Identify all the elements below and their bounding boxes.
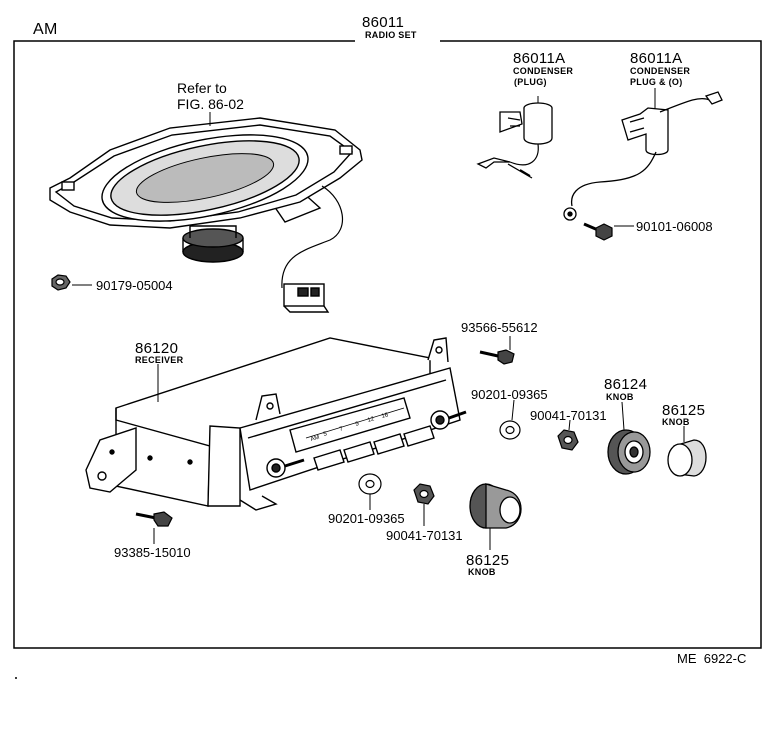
- bolt-90101-number: 90101-06008: [636, 219, 713, 234]
- condenser-plug-name1: CONDENSER: [513, 66, 574, 76]
- condenser-plug-number: 86011A: [513, 50, 566, 67]
- receiver-number: 86120: [135, 340, 179, 357]
- nut-90179-number: 90179-05004: [96, 278, 173, 293]
- condenser-plug-o-name1: CONDENSER: [630, 66, 691, 76]
- dial-band-label: AM: [310, 435, 320, 443]
- stray-mark: [15, 677, 17, 679]
- receiver-drawing: [85, 337, 467, 511]
- nut-upper-drawing: [557, 419, 579, 451]
- reference-line1: Refer to: [177, 80, 227, 96]
- knob-86125-bottom-drawing: [469, 483, 522, 550]
- condenser-plug-o-name2: PLUG & (O): [630, 77, 683, 87]
- assembly-number: 86011: [362, 14, 405, 31]
- knob-86125-right-drawing: [667, 426, 707, 477]
- nut-upper-number: 90041-70131: [530, 408, 607, 423]
- dial-mark-5: 5: [323, 431, 328, 438]
- washer-upper-number: 90201-09365: [471, 387, 548, 402]
- dial-mark-9: 9: [355, 421, 360, 428]
- knob-86124-number: 86124: [604, 376, 648, 393]
- bolt-90101-drawing: [583, 222, 634, 241]
- receiver-name: RECEIVER: [135, 355, 184, 365]
- washer-lower-drawing: [358, 473, 382, 510]
- nut-lower-number: 90041-70131: [386, 528, 463, 543]
- dial-mark-16: 16: [381, 412, 390, 420]
- screw-93566-drawing: [479, 336, 515, 365]
- reference-line2: FIG. 86-02: [177, 96, 244, 112]
- frame-border: [13, 40, 762, 649]
- screw-93385-drawing: [135, 511, 173, 544]
- nut-lower-drawing: [413, 483, 435, 526]
- assembly-name: RADIO SET: [365, 30, 417, 40]
- knob-86125-right-name: KNOB: [662, 417, 690, 427]
- section-label: AM: [33, 21, 58, 38]
- knob-86125-right-number: 86125: [662, 402, 706, 419]
- knob-86124-drawing: [607, 401, 651, 475]
- screw-93566-number: 93566-55612: [461, 320, 538, 335]
- condenser-plug-o-number: 86011A: [630, 50, 683, 67]
- condenser-plug-drawing: [476, 96, 553, 179]
- knob-86124-name: KNOB: [606, 392, 634, 402]
- washer-upper-drawing: [499, 399, 521, 440]
- knob-86125-bottom-name: KNOB: [468, 567, 496, 577]
- nut-90179-drawing: [51, 274, 92, 291]
- knob-86125-bottom-number: 86125: [466, 552, 510, 569]
- condenser-plug-name2: (PLUG): [514, 77, 547, 87]
- washer-lower-number: 90201-09365: [328, 511, 405, 526]
- speaker-drawing: [49, 112, 363, 313]
- dial-mark-7: 7: [339, 426, 344, 433]
- condenser-plug-o-drawing: [563, 88, 723, 221]
- screw-93385-number: 93385-15010: [114, 545, 191, 560]
- dial-mark-12: 12: [367, 416, 376, 424]
- diagram-code: ME 6922-C: [677, 651, 747, 666]
